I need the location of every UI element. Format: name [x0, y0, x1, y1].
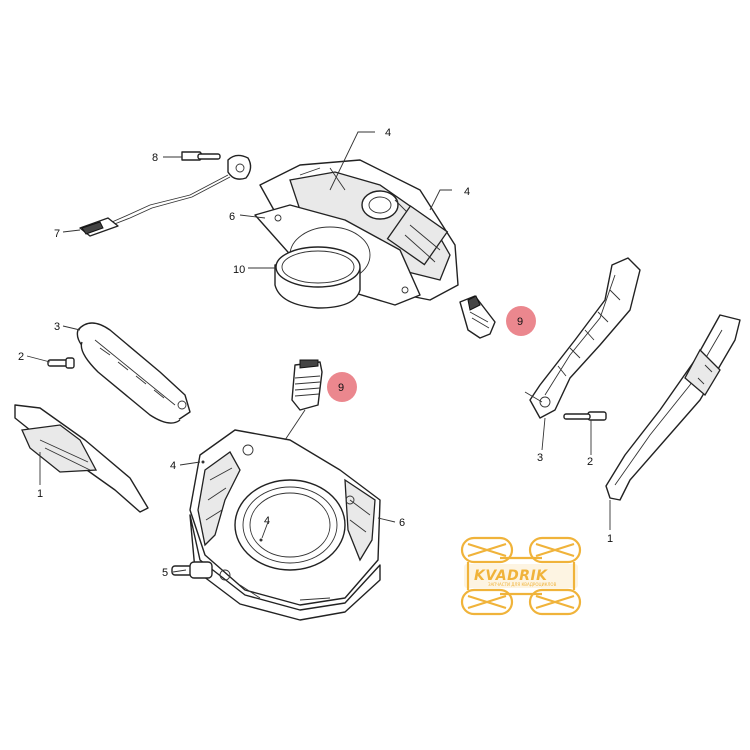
- sensor-cable-assembly: [79, 151, 252, 237]
- callout-4-right: 4: [464, 186, 470, 198]
- callout-10: 10: [233, 264, 245, 276]
- callout-2-right: 2: [587, 456, 593, 468]
- watermark-brand: KVADRIK: [474, 568, 548, 584]
- callout-1-left: 1: [37, 488, 43, 500]
- callout-3-right: 3: [537, 452, 543, 464]
- callout-9-mid: 9: [338, 382, 344, 394]
- right-bolt: [563, 411, 607, 421]
- callout-3-left: 3: [54, 321, 60, 333]
- watermark-tagline: ЗАПЧАСТИ ДЛЯ КВАДРОЦИКЛОВ: [488, 582, 557, 587]
- highlight-part-9-mid: [327, 372, 357, 402]
- callout-4-cylinder-side: 4: [170, 460, 176, 472]
- cylinder-block: [171, 429, 381, 621]
- callout-5: 5: [162, 567, 168, 579]
- callout-4-cylinder-inner: 4: [264, 515, 270, 527]
- kvadrik-watermark-logo: KVADRIK ЗАПЧАСТИ ДЛЯ КВАДРОЦИКЛОВ: [460, 536, 582, 616]
- callout-1-right: 1: [607, 533, 613, 545]
- callout-2-left: 2: [18, 351, 24, 363]
- callout-6-bottom: 6: [399, 517, 405, 529]
- left-chain-guide: [76, 322, 191, 424]
- chain-tensioner: [284, 359, 323, 441]
- leader-lines: [26, 131, 611, 573]
- tensioner-plug-top: [459, 295, 496, 339]
- callout-9-top: 9: [517, 316, 523, 328]
- left-bolt: [47, 357, 75, 369]
- callout-7: 7: [54, 228, 60, 240]
- callout-labels: 8 4 4 6 7 10 9 3 2 9 3 2 4 4 6 1 1 5: [18, 127, 613, 579]
- left-fixed-guide: [14, 404, 149, 513]
- callout-6-top: 6: [229, 211, 235, 223]
- right-fixed-guide: [605, 314, 741, 501]
- cylinder-sleeve: [274, 246, 361, 309]
- callout-4-top: 4: [385, 127, 391, 139]
- highlight-part-9-top: [506, 306, 536, 336]
- right-chain-guide: [529, 257, 641, 419]
- callout-8: 8: [152, 152, 158, 164]
